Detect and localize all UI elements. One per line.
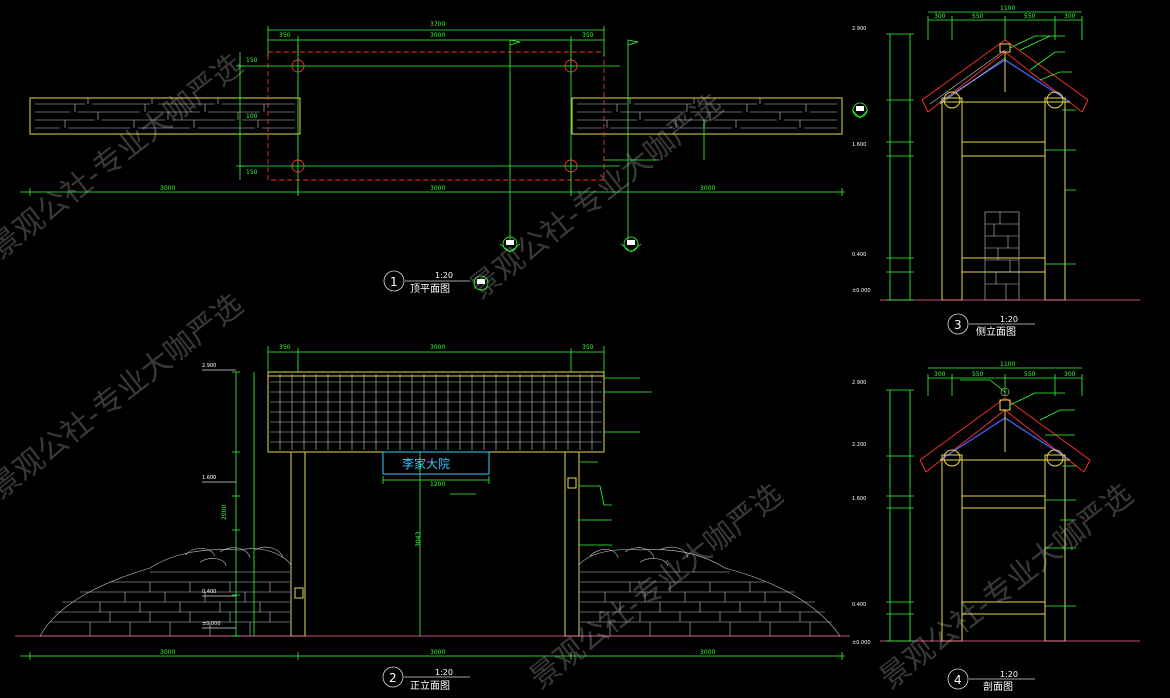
section-dim-top-b: 550 [972, 371, 984, 378]
plan-dim-left-c: 150 [246, 169, 258, 176]
section-view-title: 剖面图 [983, 680, 1013, 693]
section-level-1600: 1.600 [852, 496, 866, 502]
section-view-number: 4 [954, 673, 962, 687]
front-level-0000: ±0.000 [202, 621, 221, 627]
front-dim-sign-width: 1200 [430, 481, 445, 488]
plan-view: 3700 350 3000 350 150 100 150 3000 3000 … [20, 21, 869, 295]
section-title-block: 4 1:20 剖面图 [947, 668, 1035, 693]
section-dim-top-c: 550 [1024, 371, 1036, 378]
section-level-2900: 2.900 [852, 380, 866, 386]
side-right-post [1044, 97, 1066, 301]
plan-dim-bottom-mid: 3000 [430, 185, 445, 192]
side-level-0400: 0.400 [852, 252, 866, 258]
front-left-stone-mound [39, 546, 292, 637]
front-level-2900: 2.900 [202, 363, 216, 369]
front-dim-top-right: 350 [582, 344, 594, 351]
plan-dim-bottom-left: 3000 [160, 185, 175, 192]
side-view-title: 侧立面图 [976, 325, 1016, 338]
front-view-title: 正立面图 [410, 679, 450, 692]
section-level-0400: 0.400 [852, 602, 866, 608]
plan-section-marker-a [499, 236, 521, 253]
front-dim-left-total: 2000 [221, 505, 228, 520]
side-dim-top-b: 550 [972, 13, 984, 20]
section-level-0000: ±0.000 [852, 640, 871, 646]
plan-dim-top-total: 3700 [430, 21, 445, 28]
front-right-stone-mound [578, 546, 841, 637]
watermark-1: 景观公社-专业大咖严选 [0, 47, 250, 266]
plan-left-stone-wall [29, 97, 301, 135]
side-title-block: 3 1:20 侧立面图 [947, 313, 1035, 338]
side-left-post [941, 97, 963, 301]
front-dim-bottom-mid: 3000 [430, 649, 445, 656]
sign-text: 李家大院 [402, 456, 450, 471]
plan-dim-left-b: 100 [246, 113, 258, 120]
front-right-post [564, 451, 580, 637]
side-level-0000: ±0.000 [852, 288, 871, 294]
side-stone-pillar [984, 211, 1020, 301]
side-dim-top-d: 300 [1064, 13, 1076, 20]
plan-view-number: 1 [390, 275, 398, 289]
front-elevation-view: 李家大院 1200 350 3000 350 2000 3043 [15, 344, 850, 692]
watermark-5: 景观公社-专业大咖严选 [873, 477, 1139, 696]
front-dim-top-left: 350 [279, 344, 291, 351]
plan-title-block: 1 1:20 顶平面图 [383, 270, 489, 295]
front-dim-height: 3043 [415, 532, 422, 547]
side-dim-top-total: 1100 [1000, 5, 1015, 12]
side-view-number: 3 [954, 318, 962, 332]
plan-dim-top-mid: 3000 [430, 32, 445, 39]
front-level-0400: 0.400 [202, 589, 216, 595]
side-view-scale: 1:20 [1000, 315, 1018, 324]
section-dim-top-a: 300 [934, 371, 946, 378]
plan-section-marker-c [851, 102, 869, 119]
front-level-1600: 1.600 [202, 475, 216, 481]
section-level-2200: 2.200 [852, 442, 866, 448]
plan-view-title: 顶平面图 [410, 283, 450, 295]
section-dim-top-total: 1100 [1000, 361, 1015, 368]
section-view: 1100 300 550 550 300 2.900 2.200 1.600 0… [852, 361, 1140, 693]
plan-roof-outline [267, 51, 605, 181]
plan-section-marker-b [620, 236, 642, 253]
front-dim-bottom-left: 3000 [160, 649, 175, 656]
section-level-markers: 2.900 2.200 1.600 0.400 ±0.000 [852, 380, 871, 646]
front-dim-top-mid: 3000 [430, 344, 445, 351]
front-sign-board: 李家大院 [382, 451, 490, 475]
plan-dim-bottom-right: 3000 [700, 185, 715, 192]
watermark-2: 景观公社-专业大咖严选 [0, 287, 250, 506]
front-view-number: 2 [389, 671, 397, 685]
plan-dim-top-left: 350 [279, 32, 291, 39]
side-level-1600: 1.600 [852, 142, 866, 148]
plan-dim-top-right: 350 [582, 32, 594, 39]
plan-view-scale: 1:20 [435, 271, 453, 280]
front-title-block: 2 1:20 正立面图 [382, 666, 470, 692]
front-roof-tiles [267, 371, 605, 453]
plan-right-stone-wall [571, 97, 843, 135]
side-dim-top-c: 550 [1024, 13, 1036, 20]
side-elevation-view: 1100 300 550 550 300 2.900 1.600 0.400 ±… [852, 5, 1140, 338]
side-level-2900: 2.900 [852, 26, 866, 32]
front-dim-bottom-right: 3000 [700, 649, 715, 656]
front-left-post [290, 451, 306, 637]
side-dim-top-a: 300 [934, 13, 946, 20]
section-dim-top-d: 300 [1064, 371, 1076, 378]
front-view-scale: 1:20 [435, 668, 453, 677]
section-view-scale: 1:20 [1000, 670, 1018, 679]
front-level-markers: 2.900 1.600 0.400 ±0.000 [202, 363, 236, 629]
side-level-markers: 2.900 1.600 0.400 ±0.000 [852, 26, 871, 294]
plan-dim-left-a: 150 [246, 57, 258, 64]
